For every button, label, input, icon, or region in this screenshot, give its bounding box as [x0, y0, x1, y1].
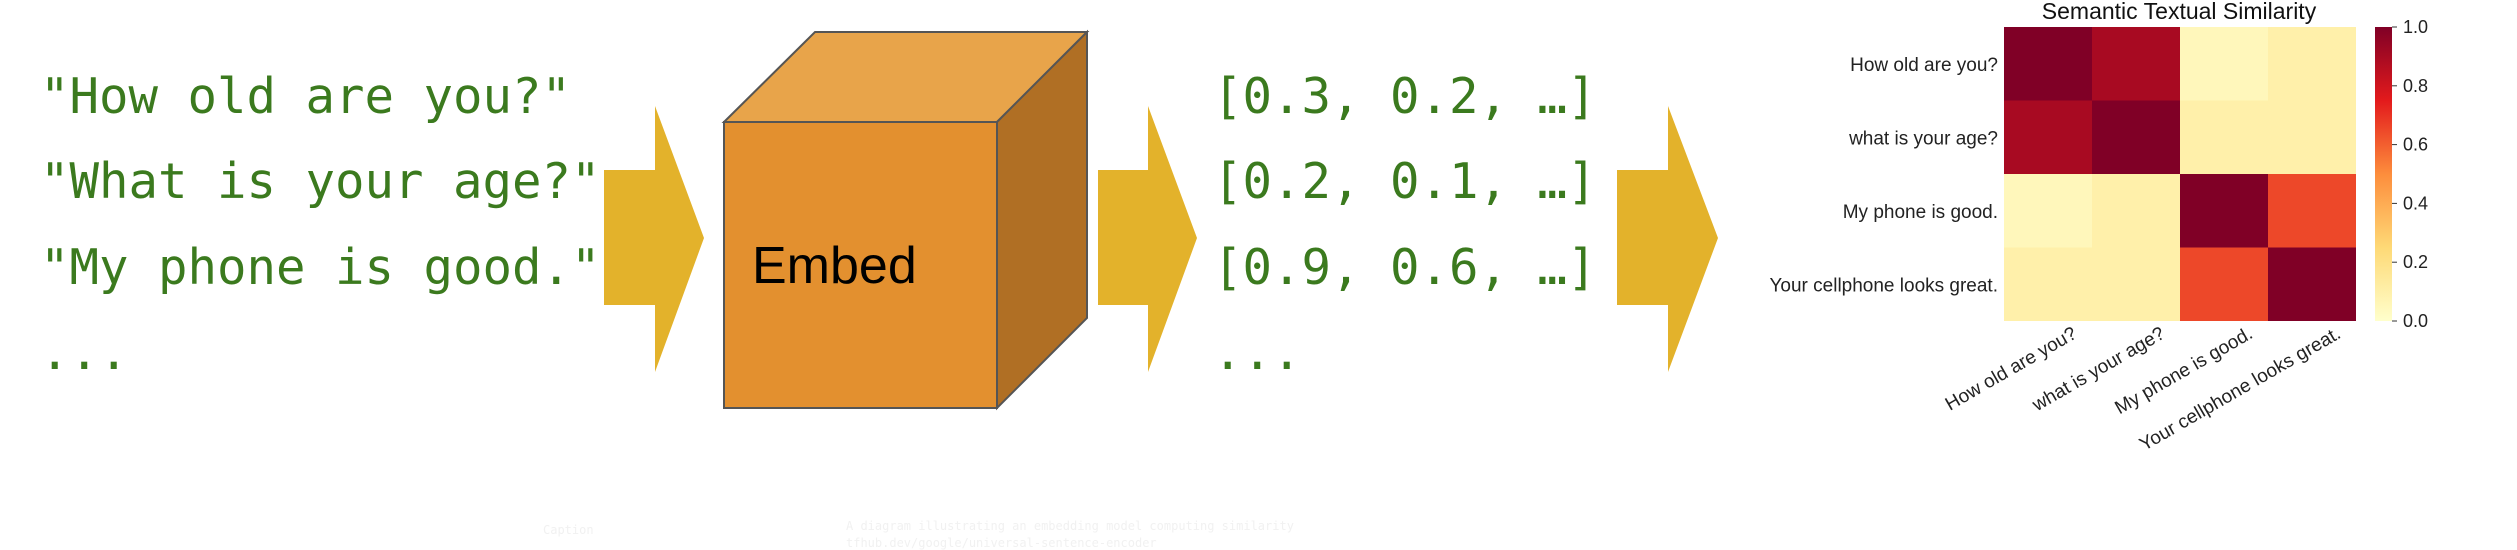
- heatmap-cell: [2004, 174, 2092, 248]
- colorbar-tick-label: 0.4: [2403, 193, 2428, 213]
- embed-cube: Embed: [721, 29, 1090, 411]
- vector-1: [0.3, 0.2, …]: [1213, 68, 1597, 125]
- heatmap-cells: [2004, 27, 2356, 321]
- heatmap-cell: [2004, 247, 2092, 321]
- similarity-heatmap: Semantic Textual Similarity How old are …: [1769, 0, 2428, 456]
- heatmap-cell: [2268, 27, 2356, 101]
- faint-caption-line2: tfhub.dev/google/universal-sentence-enco…: [846, 536, 1157, 550]
- faint-caption-left: Caption: [543, 523, 594, 537]
- heatmap-cell: [2180, 174, 2268, 248]
- vector-2: [0.2, 0.1, …]: [1213, 153, 1597, 210]
- heatmap-row-label: Your cellphone looks great.: [1769, 275, 1998, 296]
- heatmap-cell: [2268, 174, 2356, 248]
- heatmap-title: Semantic Textual Similarity: [2042, 0, 2317, 24]
- colorbar-tick-label: 0.2: [2403, 252, 2428, 272]
- heatmap-row-labels: How old are you? what is your age? My phon…: [1769, 55, 1998, 297]
- colorbar: [2375, 27, 2392, 321]
- heatmap-cell: [2092, 174, 2180, 248]
- sentence-ellipsis: ...: [40, 324, 129, 381]
- heatmap-cell: [2180, 27, 2268, 101]
- heatmap-row-label: My phone is good.: [1843, 202, 1998, 223]
- heatmap-cell: [2180, 100, 2268, 174]
- vector-ellipsis: ...: [1213, 324, 1302, 381]
- heatmap-cell: [2004, 27, 2092, 101]
- colorbar-tick-label: 0.6: [2403, 135, 2428, 155]
- embed-label: Embed: [752, 237, 917, 295]
- sentence-3: "My phone is good.": [40, 239, 601, 296]
- heatmap-row-label: what is your age?: [1848, 128, 1998, 149]
- arrow-2: [1098, 106, 1197, 372]
- arrow-1: [604, 106, 704, 372]
- sentence-2: "What is your age?": [40, 153, 601, 210]
- sentence-1: "How old are you?": [40, 68, 572, 125]
- cube-front-face: [723, 121, 998, 409]
- heatmap-cell: [2092, 100, 2180, 174]
- colorbar-ticks: 1.0 0.8 0.6 0.4 0.2 0.0: [2392, 17, 2428, 331]
- heatmap-cell: [2180, 247, 2268, 321]
- heatmap-col-labels: How old are you?what is your age?My phon…: [1942, 323, 2345, 455]
- heatmap-cell: [2092, 27, 2180, 101]
- arrow-3: [1617, 106, 1718, 372]
- colorbar-tick-label: 0.0: [2403, 311, 2428, 331]
- colorbar-tick-label: 1.0: [2403, 17, 2428, 37]
- heatmap-cell: [2004, 100, 2092, 174]
- heatmap-cell: [2092, 247, 2180, 321]
- heatmap-row-label: How old are you?: [1850, 55, 1998, 76]
- vector-3: [0.9, 0.6, …]: [1213, 239, 1597, 296]
- colorbar-tick-label: 0.8: [2403, 76, 2428, 96]
- heatmap-cell: [2268, 100, 2356, 174]
- faint-caption-line1: A diagram illustrating an embedding mode…: [846, 519, 1294, 533]
- heatmap-cell: [2268, 247, 2356, 321]
